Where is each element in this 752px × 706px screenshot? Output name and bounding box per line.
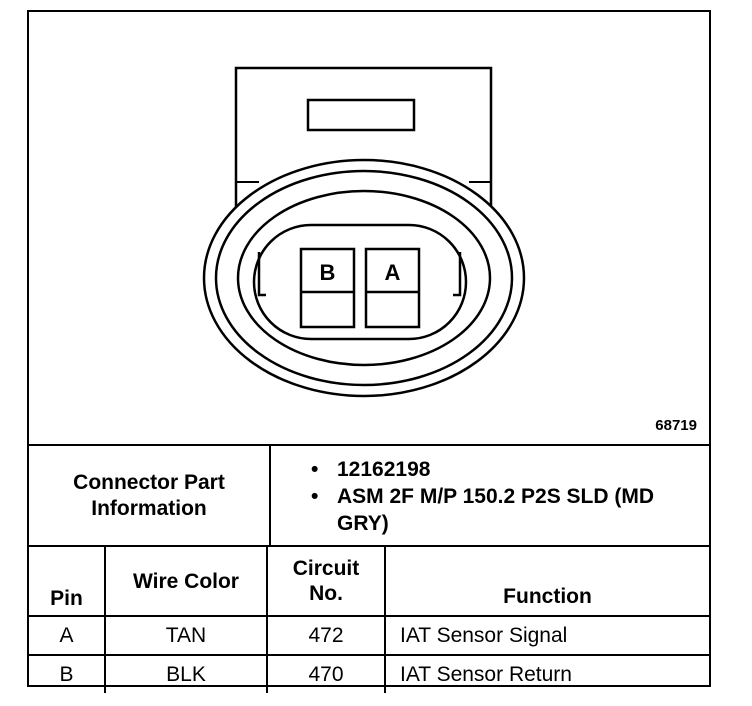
connector-diagram: B A 68719 — [29, 12, 709, 446]
connector-part-label: Connector Part Information — [29, 444, 271, 546]
polarizing-key-left — [257, 252, 266, 297]
part-number-item: 12162198 — [311, 456, 709, 483]
table-row: A TAN 472 IAT Sensor Signal — [29, 615, 709, 655]
part-number-list: 12162198 ASM 2F M/P 150.2 P2S SLD (MD GR… — [311, 456, 709, 537]
pin-cell: B — [29, 654, 106, 693]
connector-drawing: B A — [202, 66, 526, 398]
connector-part-label-line2: Information — [91, 497, 207, 520]
part-number-item: ASM 2F M/P 150.2 P2S SLD (MD GRY) — [311, 483, 709, 537]
pin-cell: A — [29, 615, 106, 655]
terminal-a-label: A — [385, 260, 401, 285]
header-circuit-no: Circuit No. — [267, 545, 386, 616]
pin-table: Pin Wire Color Circuit No. Function A TA… — [29, 545, 709, 693]
polarizing-key-right — [453, 252, 462, 297]
connector-outer-shell — [202, 158, 526, 398]
circuit-cell: 472 — [267, 615, 386, 655]
connector-housing-top — [234, 66, 493, 234]
connector-sheet: B A 68719 Connector Part Information 121… — [27, 10, 711, 693]
connector-part-numbers: 12162198 ASM 2F M/P 150.2 P2S SLD (MD GR… — [270, 444, 709, 546]
pin-table-header: Pin Wire Color Circuit No. Function — [29, 545, 709, 616]
connector-part-label-line1: Connector Part — [73, 471, 225, 494]
latch-window — [306, 98, 416, 132]
connector-inner-wall — [236, 189, 492, 367]
terminal-b-label: B — [320, 260, 336, 285]
header-circuit-line2: No. — [309, 582, 343, 605]
table-row: B BLK 470 IAT Sensor Return — [29, 654, 709, 693]
function-cell: IAT Sensor Return — [385, 654, 709, 693]
terminal-a-box — [364, 247, 421, 329]
connector-shell-ring — [214, 169, 514, 387]
connector-part-info: Connector Part Information 12162198 ASM … — [29, 444, 709, 546]
terminal-b-box — [299, 247, 356, 329]
wire-color-cell: TAN — [105, 615, 268, 655]
header-function: Function — [385, 545, 709, 616]
header-pin: Pin — [29, 545, 106, 616]
header-circuit-line1: Circuit — [292, 557, 360, 580]
figure-number: 68719 — [655, 417, 697, 434]
terminal-cavity — [252, 223, 468, 341]
function-cell: IAT Sensor Signal — [385, 615, 709, 655]
header-wire-color: Wire Color — [105, 545, 268, 616]
wire-color-cell: BLK — [105, 654, 268, 693]
circuit-cell: 470 — [267, 654, 386, 693]
